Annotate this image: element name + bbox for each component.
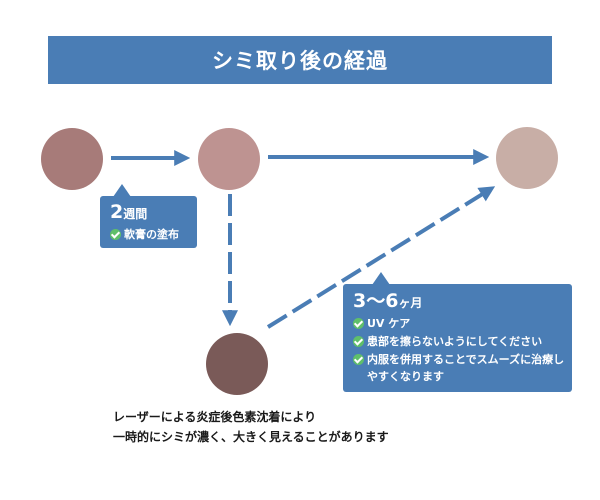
check-icon — [353, 354, 364, 365]
caption: レーザーによる炎症後色素沈着により 一時的にシミが濃く、大きく見えることがありま… — [113, 407, 513, 447]
title-banner: シミ取り後の経過 — [48, 36, 552, 84]
callout-2w-number: 2 — [110, 201, 124, 223]
callout-3m-item: 内服を併用することでスムーズに治療しやすくなります — [353, 351, 572, 385]
callout-3m-item-text: UV ケア — [367, 317, 411, 330]
spot-darkened — [206, 333, 268, 395]
callout-2w-unit: 週間 — [123, 207, 148, 221]
callout-3-6-months: 3〜6ヶ月 UV ケア 患部を擦らないようにしてください 内服を併用することでス… — [343, 272, 572, 392]
callout-2w-heading: 2週間 — [110, 203, 197, 222]
callout-3m-item: 患部を擦らないようにしてください — [353, 333, 572, 350]
check-icon — [353, 318, 364, 329]
callout-3m-item: UV ケア — [353, 315, 572, 332]
callout-pointer — [372, 272, 390, 285]
caption-line-2: 一時的にシミが濃く、大きく見えることがあります — [113, 430, 389, 444]
spot-faded — [496, 127, 558, 189]
callout-3m-item-text: 患部を擦らないようにしてください — [367, 335, 543, 348]
caption-line-1: レーザーによる炎症後色素沈着により — [113, 410, 317, 424]
callout-2-weeks: 2週間 軟膏の塗布 — [100, 184, 197, 248]
spot-after-2-weeks — [198, 128, 260, 190]
spot-before-treatment — [41, 128, 103, 190]
arrow-darkened-to-faded — [266, 186, 496, 329]
diagram-title: シミ取り後の経過 — [212, 49, 388, 73]
callout-pointer — [113, 184, 131, 197]
check-icon — [110, 229, 121, 240]
callout-3m-number: 3〜6 — [353, 290, 399, 312]
callout-3m-unit: ヶ月 — [398, 296, 423, 310]
check-icon — [353, 336, 364, 347]
callout-2w-item: 軟膏の塗布 — [110, 226, 197, 243]
callout-2w-item-text: 軟膏の塗布 — [124, 228, 179, 241]
callout-3m-item-text: 内服を併用することでスムーズに治療しやすくなります — [367, 353, 565, 383]
callout-3m-heading: 3〜6ヶ月 — [353, 292, 572, 311]
